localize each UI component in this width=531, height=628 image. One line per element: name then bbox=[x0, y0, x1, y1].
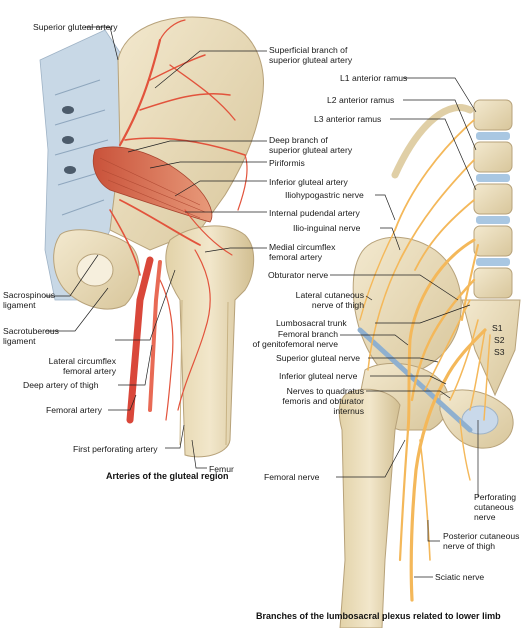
label-l2: L2 anterior ramus bbox=[327, 95, 395, 105]
label-sciatic: Sciatic nerve bbox=[435, 572, 485, 582]
label-femoral-branch: Femoral branch of genitofemoral nerve bbox=[252, 329, 338, 349]
label-superior-gluteal-artery: Superior gluteal artery bbox=[33, 22, 118, 32]
label-posterior-cutaneous: Posterior cutaneous nerve of thigh bbox=[443, 531, 520, 551]
gluteal-arteries bbox=[109, 19, 248, 421]
label-obturator: Obturator nerve bbox=[268, 270, 329, 280]
label-sacrotuberous: Sacrotuberous ligament bbox=[3, 326, 59, 346]
label-s2: S2 bbox=[494, 335, 505, 345]
label-inferior-gluteal-artery: Inferior gluteal artery bbox=[269, 177, 348, 187]
label-lateral-cutaneous: Lateral cutaneous nerve of thigh bbox=[295, 290, 364, 310]
label-femoral-nerve: Femoral nerve bbox=[264, 472, 320, 482]
caption-gluteal: Arteries of the gluteal region bbox=[106, 471, 229, 481]
femur-right bbox=[338, 388, 401, 628]
label-internal-pudendal-artery: Internal pudendal artery bbox=[269, 208, 360, 218]
femur-left bbox=[165, 225, 255, 458]
label-inferior-gluteal-nerve: Inferior gluteal nerve bbox=[279, 371, 358, 381]
leader-lines bbox=[45, 26, 479, 578]
label-deep-artery-thigh: Deep artery of thigh bbox=[23, 380, 99, 390]
label-medial-circumflex: Medial circumflex femoral artery bbox=[269, 242, 336, 262]
label-superior-gluteal-nerve: Superior gluteal nerve bbox=[276, 353, 361, 363]
label-first-perforating: First perforating artery bbox=[73, 444, 158, 454]
left-bones bbox=[39, 16, 264, 458]
ilium-right bbox=[352, 236, 462, 381]
label-perforating-cutaneous: Perforating cutaneous nerve bbox=[474, 492, 517, 522]
label-s3: S3 bbox=[494, 347, 505, 357]
label-iliohypogastric: Iliohypogastric nerve bbox=[285, 190, 364, 200]
label-lumbosacral-trunk: Lumbosacral trunk bbox=[276, 318, 347, 328]
caption-plexus: Branches of the lumbosacral plexus relat… bbox=[256, 611, 501, 621]
label-ilioinguinal: Ilio-inguinal nerve bbox=[293, 223, 361, 233]
label-deep-branch: Deep branch of superior gluteal artery bbox=[269, 135, 353, 155]
label-femoral-artery: Femoral artery bbox=[46, 405, 102, 415]
lumbosacral-nerves bbox=[359, 119, 491, 602]
label-femur: Femur bbox=[209, 464, 234, 474]
label-nerves-quadratus: Nerves to quadratus femoris and obturato… bbox=[282, 386, 364, 416]
label-s1: S1 bbox=[492, 323, 503, 333]
label-lateral-circumflex: Lateral circumflex femoral artery bbox=[48, 356, 116, 376]
right-bones bbox=[338, 99, 521, 628]
piriformis-muscle bbox=[92, 146, 213, 223]
label-l1: L1 anterior ramus bbox=[340, 73, 408, 83]
label-superficial-branch: Superficial branch of superior gluteal a… bbox=[269, 45, 353, 65]
label-sacrospinous: Sacrospinous ligament bbox=[3, 290, 56, 310]
femoral-artery-vessel bbox=[126, 256, 154, 424]
deep-artery-vessel bbox=[148, 260, 162, 412]
label-l3: L3 anterior ramus bbox=[314, 114, 382, 124]
label-piriformis: Piriformis bbox=[269, 158, 305, 168]
